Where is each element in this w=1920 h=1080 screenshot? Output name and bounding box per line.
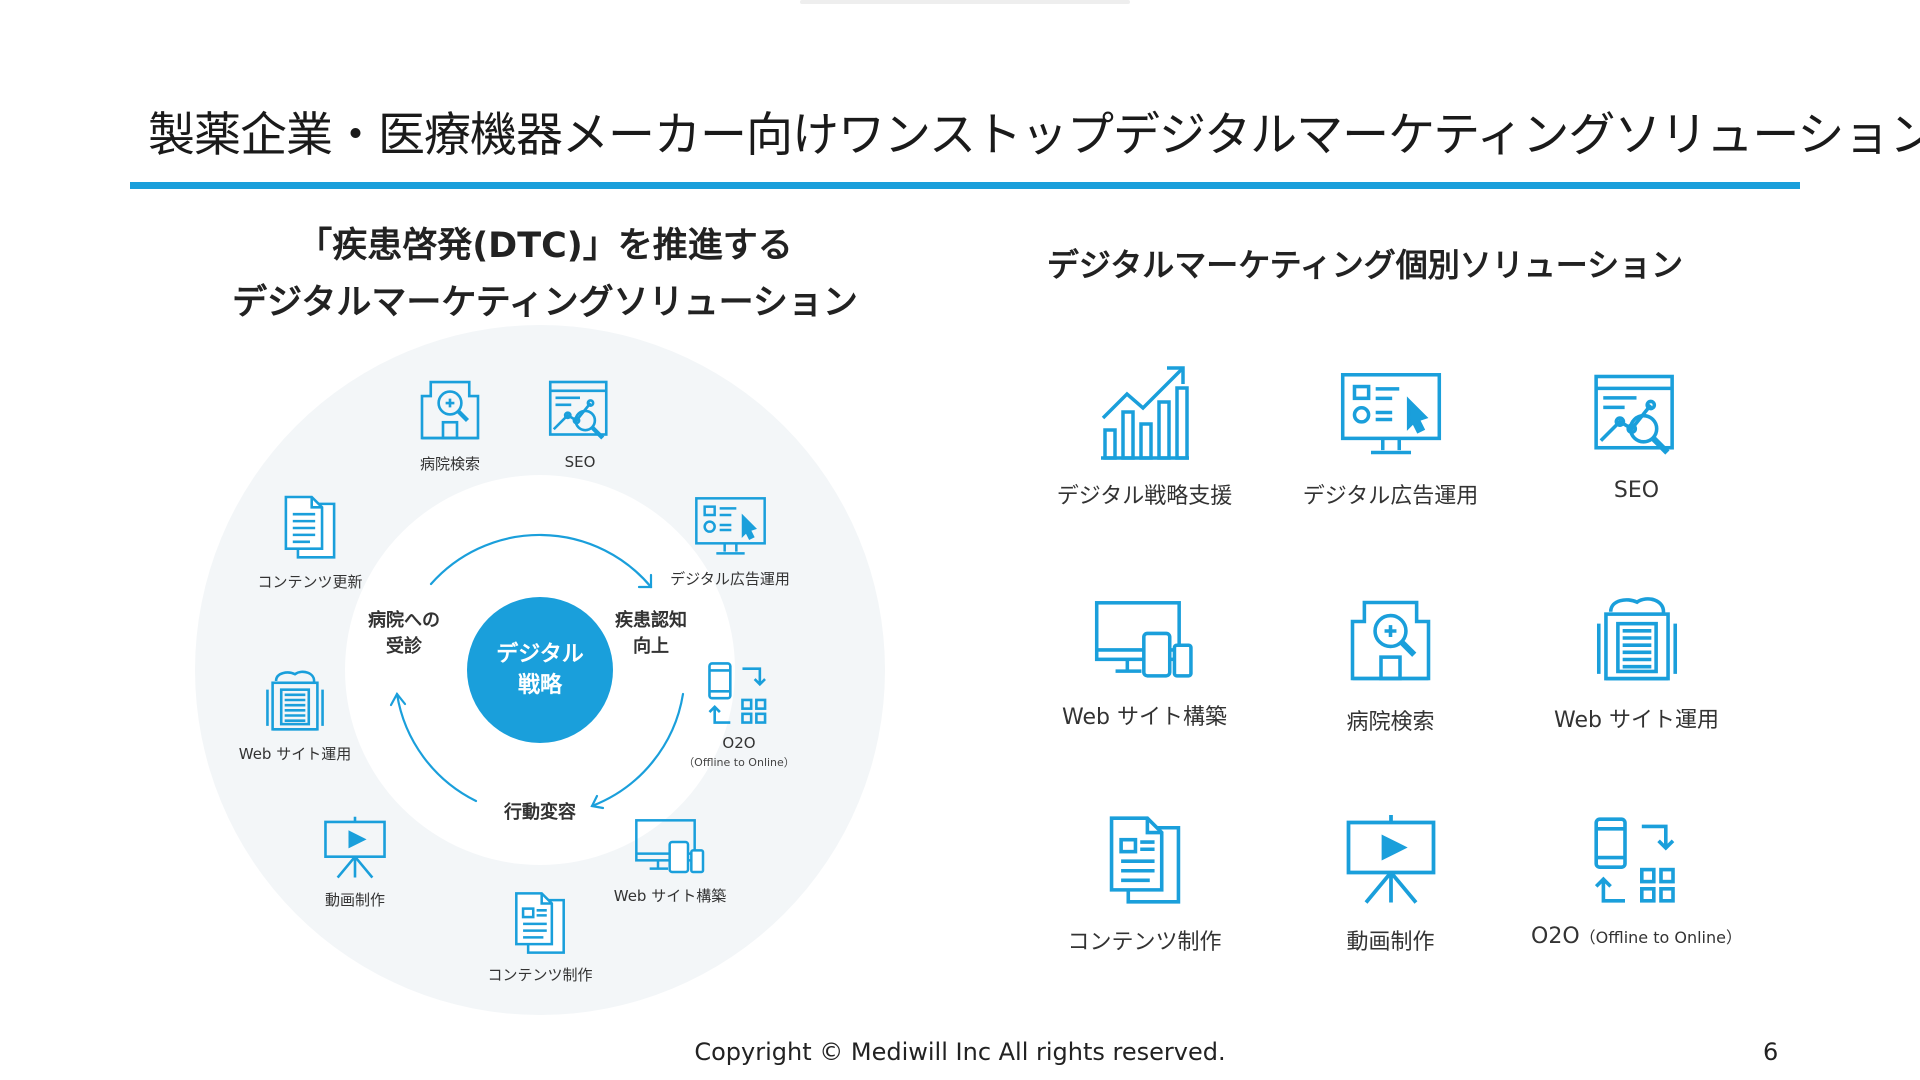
wheel-item-label: 動画制作 — [324, 891, 385, 909]
solution-label: コンテンツ制作 — [1067, 930, 1222, 955]
wheel-item-label: コンテンツ更新 — [257, 573, 363, 591]
stage-awareness: 疾患認知 向上 — [615, 608, 687, 660]
wheel-item-content-creation: コンテンツ制作 — [455, 890, 625, 985]
growth-chart-icon — [1100, 366, 1189, 460]
wheel-item-video-production: 動画制作 — [270, 815, 440, 910]
right-heading: デジタルマーケティング個別ソリューション — [1046, 246, 1684, 284]
dtc-wheel: デジタル 戦略 疾患認知 向上 行動変容 病院への 受診 病院検索 — [195, 325, 895, 1025]
cycle-arrows — [389, 533, 685, 810]
video-production-icon — [1346, 815, 1435, 904]
solution-label-main: O2O — [1531, 924, 1580, 949]
wheel-item-label: 病院検索 — [419, 455, 480, 473]
wheel-item-content-update: コンテンツ更新 — [225, 493, 395, 592]
solution-web-build: Web サイト構築 — [1022, 598, 1267, 731]
wheel-item-web-build: Web サイト構築 — [585, 817, 755, 906]
solution-hospital-search: 病院検索 — [1268, 593, 1513, 736]
solution-content-creation: コンテンツ制作 — [1022, 812, 1267, 956]
wheel-item-sublabel: （Offline to Online） — [683, 756, 795, 769]
wheel-item-hospital-search: 病院検索 — [365, 375, 535, 474]
seo-icon — [548, 380, 608, 440]
slide-title: 製薬企業・医療機器メーカー向けワンストップデジタルマーケティングソリューション — [148, 108, 1920, 163]
left-heading: 「疾患啓発(DTC)」を推進する デジタルマーケティングソリューション — [220, 218, 870, 332]
top-decor-bar — [800, 0, 1130, 4]
server-icon — [1596, 597, 1677, 681]
o2o-icon — [1593, 817, 1675, 903]
solution-web-operation: Web サイト運用 — [1514, 590, 1759, 734]
wheel-item-seo: SEO — [495, 375, 665, 471]
stage-behavior: 行動変容 — [504, 802, 576, 823]
digital-strategy-core: デジタル 戦略 — [467, 597, 613, 743]
solution-label: 病院検索 — [1346, 710, 1435, 735]
seo-icon — [1594, 374, 1674, 455]
web-build-icon — [634, 819, 704, 874]
cycle-arc-left — [395, 692, 478, 803]
solution-video-production: 動画制作 — [1268, 812, 1513, 956]
cycle-arc-top — [429, 533, 653, 589]
hospital-search-icon — [420, 380, 480, 440]
solution-label: Web サイト構築 — [1062, 705, 1227, 730]
solution-label: Web サイト運用 — [1554, 708, 1719, 733]
stage-awareness-line2: 向上 — [633, 636, 669, 657]
solution-o2o: O2O（Offline to Online） — [1514, 812, 1759, 949]
left-heading-line2: デジタルマーケティングソリューション — [232, 283, 858, 323]
wheel-item-label: Web サイト運用 — [238, 745, 352, 763]
solution-seo: SEO — [1514, 367, 1759, 503]
copyright-footer: Copyright © Mediwill Inc All rights rese… — [694, 1038, 1226, 1066]
stage-hospital-visit: 病院への 受診 — [368, 608, 440, 660]
web-build-icon — [1094, 601, 1193, 678]
content-update-icon — [284, 495, 336, 559]
cycle-arrowhead-right — [590, 794, 605, 810]
o2o-icon — [708, 662, 767, 724]
digital-ad-icon — [1340, 373, 1441, 455]
wheel-item-digital-ad: デジタル広告運用 — [645, 495, 815, 589]
stage-visit-line1: 病院への — [368, 610, 440, 631]
wheel-item-label: デジタル広告運用 — [670, 570, 790, 588]
hospital-search-icon — [1350, 600, 1431, 681]
cycle-arrowhead-top — [637, 573, 653, 589]
solution-digital-strategy: デジタル戦略支援 — [1022, 358, 1267, 510]
solution-digital-ad: デジタル広告運用 — [1268, 370, 1513, 510]
solution-label: デジタル広告運用 — [1302, 484, 1479, 509]
content-creation-icon — [515, 892, 565, 954]
solution-label: デジタル戦略支援 — [1056, 484, 1233, 509]
wheel-item-label: コンテンツ制作 — [487, 966, 593, 984]
digital-ad-icon — [694, 497, 766, 555]
title-rule — [130, 182, 1800, 189]
stage-visit-line2: 受診 — [386, 636, 422, 657]
solution-label: SEO — [1613, 478, 1660, 503]
stage-awareness-line1: 疾患認知 — [615, 610, 687, 631]
core-label-2: 戦略 — [517, 673, 562, 698]
cycle-arc-right — [590, 692, 685, 808]
solution-sublabel: （Offline to Online） — [1579, 928, 1742, 947]
wheel-item-label: SEO — [564, 453, 596, 471]
solution-label: O2O（Offline to Online） — [1514, 924, 1759, 949]
cycle-arrowhead-left — [389, 692, 407, 707]
content-creation-icon — [1109, 816, 1180, 904]
solution-label: 動画制作 — [1346, 930, 1435, 955]
wheel-item-o2o: O2O （Offline to Online） — [654, 660, 824, 770]
core-label-1: デジタル — [496, 642, 584, 667]
video-production-icon — [324, 816, 386, 879]
server-icon — [266, 670, 324, 731]
wheel-item-label: Web サイト構築 — [613, 887, 727, 905]
left-heading-line1: 「疾患啓発(DTC)」を推進する — [297, 226, 793, 266]
wheel-item-label: O2O — [722, 734, 756, 752]
page-number: 6 — [1763, 1038, 1779, 1066]
wheel-item-web-operation: Web サイト運用 — [210, 665, 380, 764]
